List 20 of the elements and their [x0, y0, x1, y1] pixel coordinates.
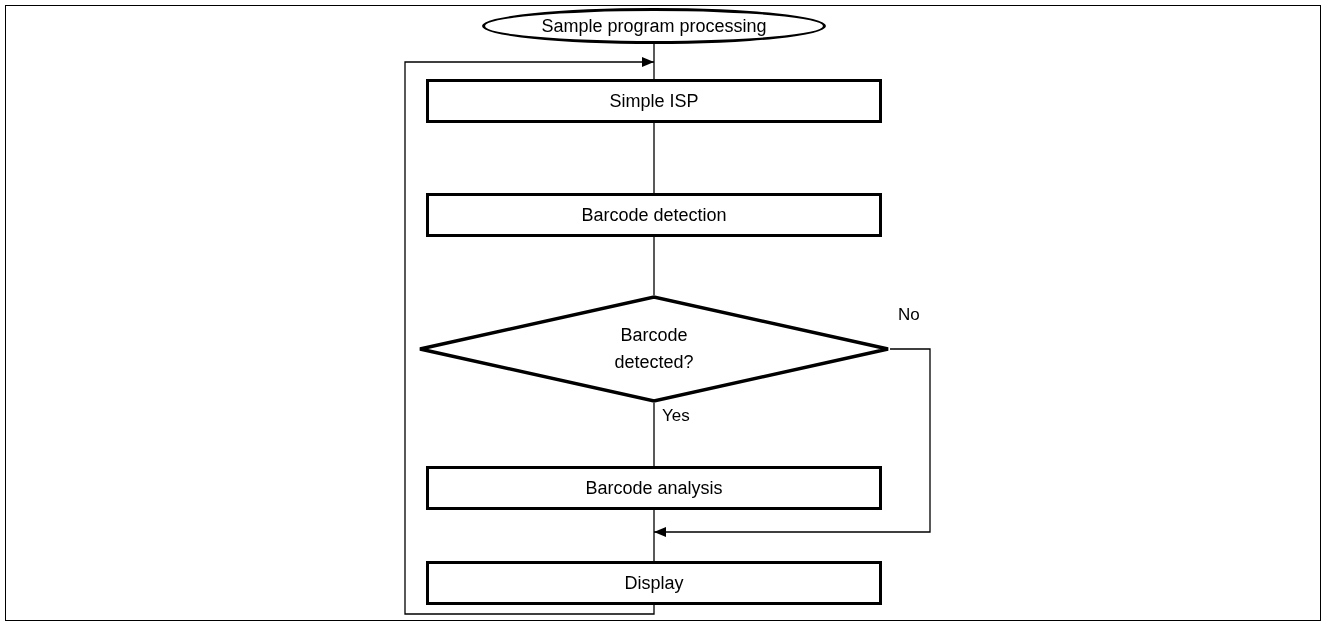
node-text: Sample program processing [541, 14, 767, 38]
edge-label: Yes [662, 407, 690, 424]
node-text: Barcode detected? [613, 324, 695, 374]
connector-line [653, 402, 655, 467]
decision-diamond [418, 295, 890, 403]
process-box [426, 466, 882, 510]
connector-line [653, 236, 655, 296]
process-box [426, 79, 882, 123]
process-box [426, 561, 882, 605]
node-text: Barcode detection [581, 203, 727, 227]
connector-line [653, 122, 655, 194]
process-box [426, 193, 882, 237]
arrow [404, 57, 655, 615]
node-text: Barcode analysis [585, 476, 723, 500]
node-text: Simple ISP [609, 89, 699, 113]
edge-label: No [898, 306, 920, 323]
arrow [653, 348, 931, 537]
node-text: Display [624, 571, 684, 595]
connector-line [653, 43, 655, 80]
connector-line [653, 509, 655, 562]
